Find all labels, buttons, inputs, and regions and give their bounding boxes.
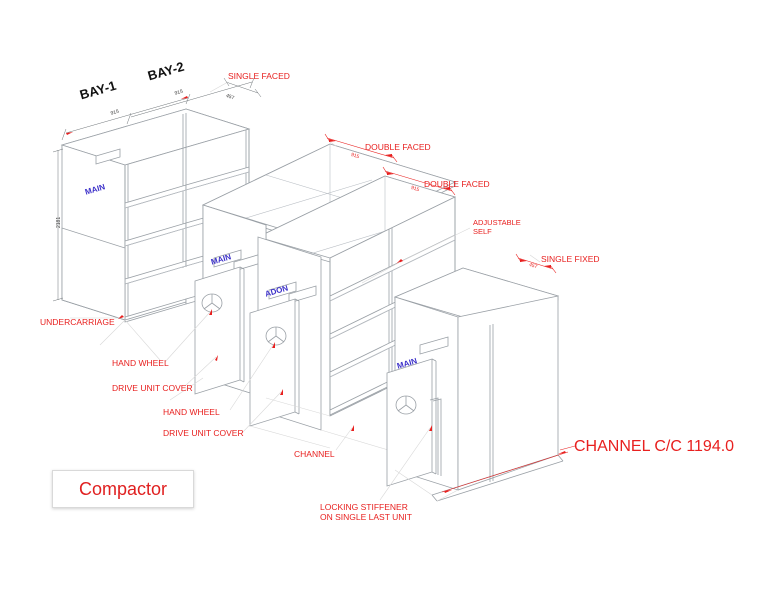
annotation-hand-wheel-1: HAND WHEEL bbox=[112, 358, 169, 368]
dim-text-unit-height: 2181 bbox=[56, 216, 62, 228]
hand-wheel-graphic-1 bbox=[201, 293, 223, 313]
annotation-leaders bbox=[70, 81, 541, 501]
annotation-double-faced-1: DOUBLE FACED bbox=[365, 142, 431, 152]
adjustable-self-line2: SELF bbox=[473, 226, 492, 236]
title-box: Compactor bbox=[52, 470, 194, 508]
dim-double-width-1 bbox=[324, 133, 398, 163]
annotation-adjustable-self: ADJUSTABLE SELF bbox=[473, 218, 521, 236]
annotation-single-fixed: SINGLE FIXED bbox=[541, 254, 600, 264]
dim-unit-height bbox=[52, 148, 64, 302]
annotation-undercarriage: UNDERCARRIAGE bbox=[40, 317, 115, 327]
annotation-hand-wheel-2: HAND WHEEL bbox=[163, 407, 220, 417]
locking-stiffener-line2: ON SINGLE LAST UNIT bbox=[320, 511, 412, 522]
annotation-single-faced: SINGLE FACED bbox=[228, 71, 290, 81]
dim-bay-depth bbox=[223, 77, 262, 98]
annotation-drive-unit-cover-2: DRIVE UNIT COVER bbox=[163, 428, 244, 438]
title-box-label: Compactor bbox=[78, 478, 168, 499]
locking-stiffener-line1: LOCKING STIFFENER bbox=[320, 502, 408, 512]
annotation-drive-unit-cover-1: DRIVE UNIT COVER bbox=[112, 383, 193, 393]
dim-single-fixed-depth bbox=[515, 253, 557, 274]
dim-channel-cc bbox=[441, 445, 576, 493]
annotation-channel: CHANNEL bbox=[294, 449, 335, 459]
channel-cc-dimension-text: CHANNEL C/C 1194.0 bbox=[574, 438, 735, 455]
right-single-fixed-unit bbox=[386, 267, 564, 502]
dim-bay2-width bbox=[126, 77, 255, 125]
hand-wheel-graphic-3 bbox=[395, 395, 417, 415]
adjustable-self-line1: ADJUSTABLE bbox=[473, 218, 521, 227]
dim-double-width-2 bbox=[382, 166, 456, 196]
hand-wheel-graphic-2 bbox=[265, 326, 287, 346]
dim-bay1-width bbox=[61, 93, 191, 141]
annotation-double-faced-2: DOUBLE FACED bbox=[424, 179, 490, 189]
annotation-locking-stiffener: LOCKING STIFFENER ON SINGLE LAST UNIT bbox=[320, 502, 412, 523]
